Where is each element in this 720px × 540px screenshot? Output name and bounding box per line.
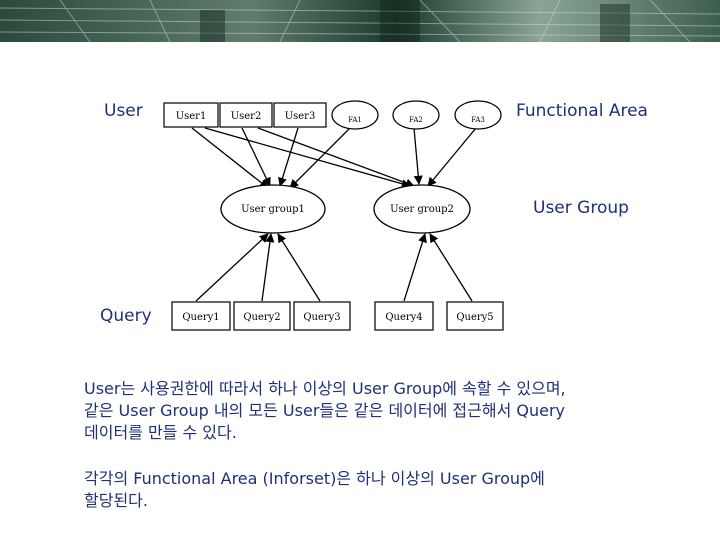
paragraph1-line: 데이터를 만들 수 있다. [84,423,237,442]
user-node: User1 [163,102,219,128]
functional-area-label: Functional Area [516,101,648,121]
user-group2-text: User group2 [390,204,454,215]
paragraph1-line: 같은 User Group 내의 모든 User들은 같은 데이터에 접근해서 … [84,401,566,420]
description-paragraph-2: 각각의 Functional Area (Inforset)은 하나 이상의 U… [84,468,684,512]
query-node: Query5 [446,301,504,331]
edge-query5-group2 [429,233,473,302]
paragraph2-line: 할당된다. [84,491,148,510]
query-node: Query1 [171,301,231,331]
edge-query2-group1 [261,233,275,302]
edge-user2-group2 [257,127,415,188]
user-node: User3 [273,102,327,128]
paragraph2-line: 각각의 Functional Area (Inforset)은 하나 이상의 U… [84,469,545,488]
edge-fa1-group1 [289,125,353,189]
banner-image [0,0,720,42]
edge-fa3-group2 [427,127,477,187]
functional-area-node: FA3 [454,100,502,130]
edge-query4-group2 [403,233,427,302]
edge-user1-group1 [191,127,269,189]
edge-user2-group1 [241,127,271,187]
query5-text: Query5 [456,312,493,323]
query4-text: Query4 [385,312,422,323]
fa2-text: FA2 [409,116,423,124]
fa3-text: FA3 [471,116,485,124]
functional-area-node: FA2 [392,100,440,130]
query-node: Query4 [374,301,434,331]
query1-text: Query1 [182,312,219,323]
query-label: Query [100,306,152,326]
query-node: Query2 [233,301,291,331]
user3-text: User3 [285,111,316,122]
description-paragraph-1: User는 사용권한에 따라서 하나 이상의 User Group에 속할 수 … [84,378,684,444]
query-node: Query3 [293,301,351,331]
query3-text: Query3 [303,312,340,323]
user-group-node: User group2 [373,184,471,234]
paragraph1-line: User는 사용권한에 따라서 하나 이상의 User Group에 속할 수 … [84,379,566,398]
query2-text: Query2 [243,312,280,323]
functional-area-node: FA1 [331,100,379,130]
header-banner [0,0,720,42]
user1-text: User1 [176,111,207,122]
edge-fa2-group2 [413,127,423,185]
user-group-node: User group1 [220,184,326,234]
user-node: User2 [219,102,273,128]
user2-text: User2 [231,111,262,122]
user-group-label: User Group [533,198,629,218]
fa1-text: FA1 [348,116,362,124]
edge-user1-group2 [204,127,411,189]
user-group1-text: User group1 [241,204,305,215]
user-label: User [104,101,143,121]
edge-user3-group1 [278,127,299,187]
edge-query1-group1 [195,233,269,302]
edge-query3-group1 [277,233,321,302]
